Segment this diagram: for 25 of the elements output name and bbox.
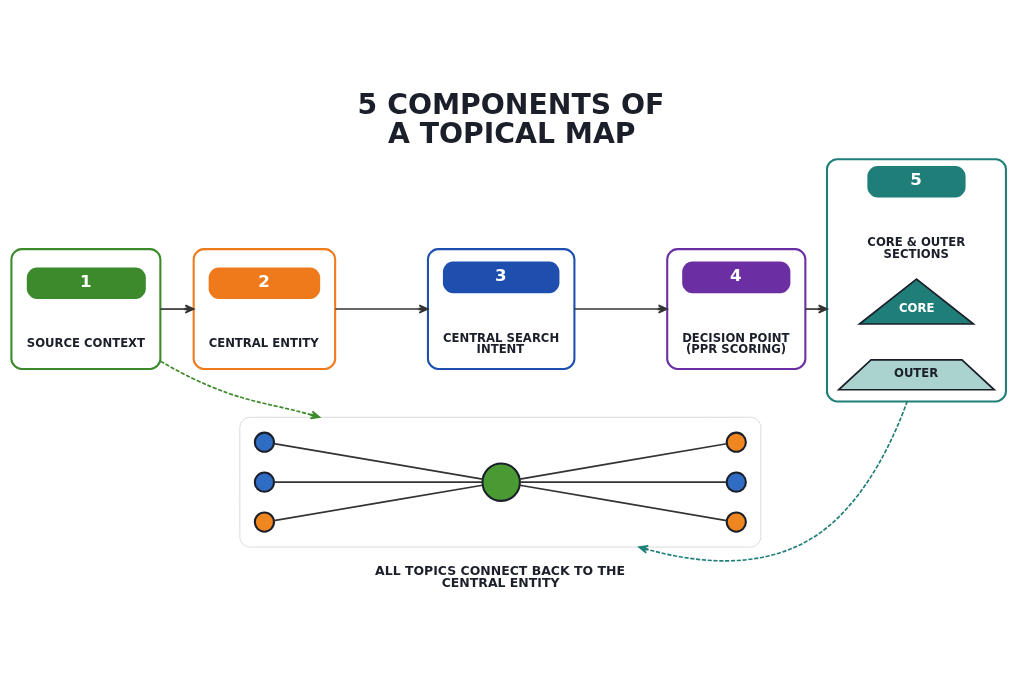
label: ALL TOPICS CONNECT BACK TO THE CENTRAL ENTITY [375,562,625,591]
node-circle [253,471,276,493]
node-box: 1 SOURCE CONTEXT [10,248,162,370]
cluster [239,416,762,548]
node-circle [253,511,276,533]
arrow [573,304,668,314]
diagram-title: 5 COMPONENTS OF A TOPICAL MAP [357,88,665,150]
arrow [804,304,828,314]
node-circle [481,462,521,502]
connector [273,442,484,480]
connector [519,442,728,480]
connector [519,481,728,483]
node-circle [253,431,276,453]
node-circle [725,431,747,453]
connector [273,481,483,483]
arrow [638,400,909,562]
node-box: 4 DECISION POINT (PPR SCORING) [666,248,807,370]
node-box: 3 CENTRAL SEARCH INTENT [426,248,576,370]
arrow [159,360,321,420]
node-circle [725,471,747,493]
connector [519,484,728,522]
arrow [334,304,429,314]
connector [273,484,484,522]
node-box: 2 CENTRAL ENTITY [192,248,337,370]
node-circle [725,511,747,533]
